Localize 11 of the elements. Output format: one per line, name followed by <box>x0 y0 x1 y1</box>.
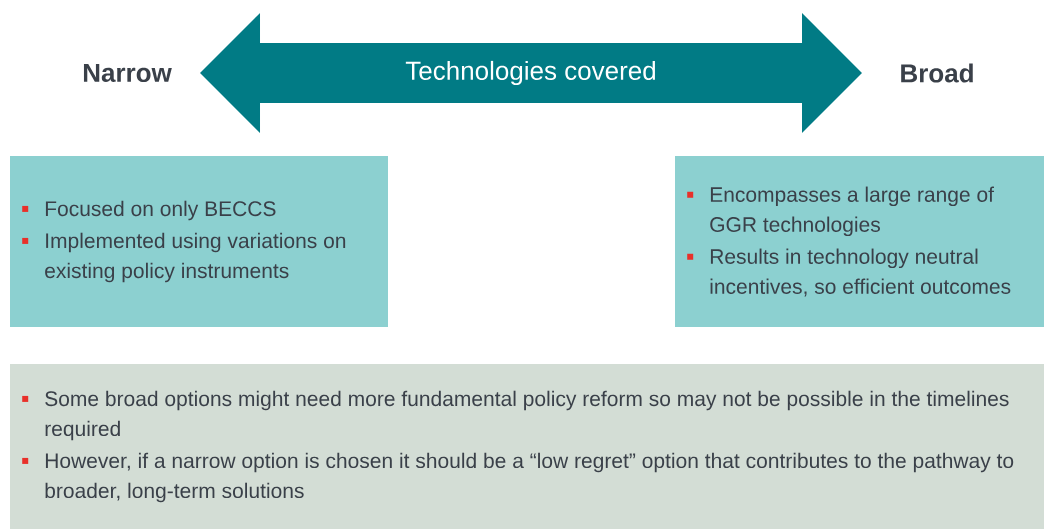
scale-label: Narrow <box>83 63 172 83</box>
scale-label: Broad <box>901 63 973 83</box>
bullet-text: Some broad options might need more fundamental policy reform so may not be possible in the timelines required <box>45 390 1009 441</box>
text-box <box>10 364 1044 529</box>
bullet-text: Implemented using variations on existing policy instruments <box>45 232 346 283</box>
bullet-text: However, if a narrow option is chosen it should be a “low regret” option that contributes to the pathway to broader, long-term solutions <box>45 452 1014 503</box>
text-box <box>10 156 388 327</box>
bullet-text: Results in technology neutral incentives, so efficient outcomes <box>710 248 1011 297</box>
text-box <box>675 156 1044 327</box>
bullet-text: Focused on only BECCS <box>45 200 276 221</box>
bullet-text: Encompasses a large range of GGR technologies <box>710 186 994 237</box>
